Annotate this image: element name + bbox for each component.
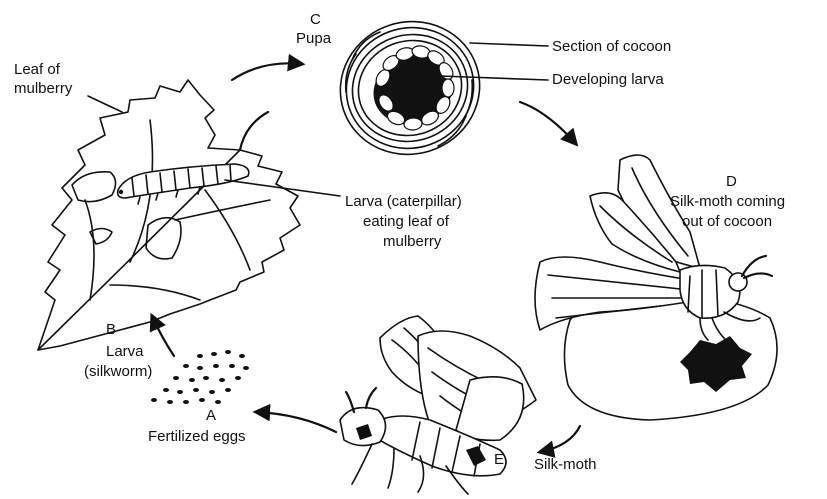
eggs-letter-a: A xyxy=(206,407,216,424)
larva-silkworm-line1: Larva xyxy=(106,343,144,360)
larva-letter-b: B xyxy=(106,321,116,338)
silkworm-larva-icon xyxy=(118,164,249,204)
moth-emerging-line2: out of cocoon xyxy=(682,213,772,230)
developing-larva-label: Developing larva xyxy=(552,71,664,88)
pupa-label: Pupa xyxy=(296,30,332,47)
section-of-cocoon-label: Section of cocoon xyxy=(552,38,671,55)
moth-letter-e: E xyxy=(494,451,504,468)
moth-emerging-line1: Silk-moth coming xyxy=(670,193,785,210)
larva-caterpillar-line3: mulberry xyxy=(383,233,442,250)
moth-letter-d: D xyxy=(726,173,737,190)
eggs-label: Fertilized eggs xyxy=(148,428,246,445)
larva-caterpillar-line1: Larva (caterpillar) xyxy=(345,193,462,210)
larva-caterpillar-line2: eating leaf of xyxy=(363,213,450,230)
adult-silk-moth-icon xyxy=(340,316,536,494)
leaf-pointer xyxy=(88,96,122,112)
cocoon-section-icon xyxy=(323,4,497,173)
leaf-label-line1: Leaf of xyxy=(14,61,61,78)
leaf-label-line2: mulberry xyxy=(14,80,73,97)
eggs-cluster-icon xyxy=(151,350,249,404)
silk-moth-label: Silk-moth xyxy=(534,456,597,473)
larva-silkworm-line2: (silkworm) xyxy=(84,363,152,380)
pupa-letter: C xyxy=(310,11,321,28)
section-pointer xyxy=(470,43,548,46)
mulberry-leaf-icon xyxy=(38,80,300,350)
larva-pointer xyxy=(225,180,340,196)
